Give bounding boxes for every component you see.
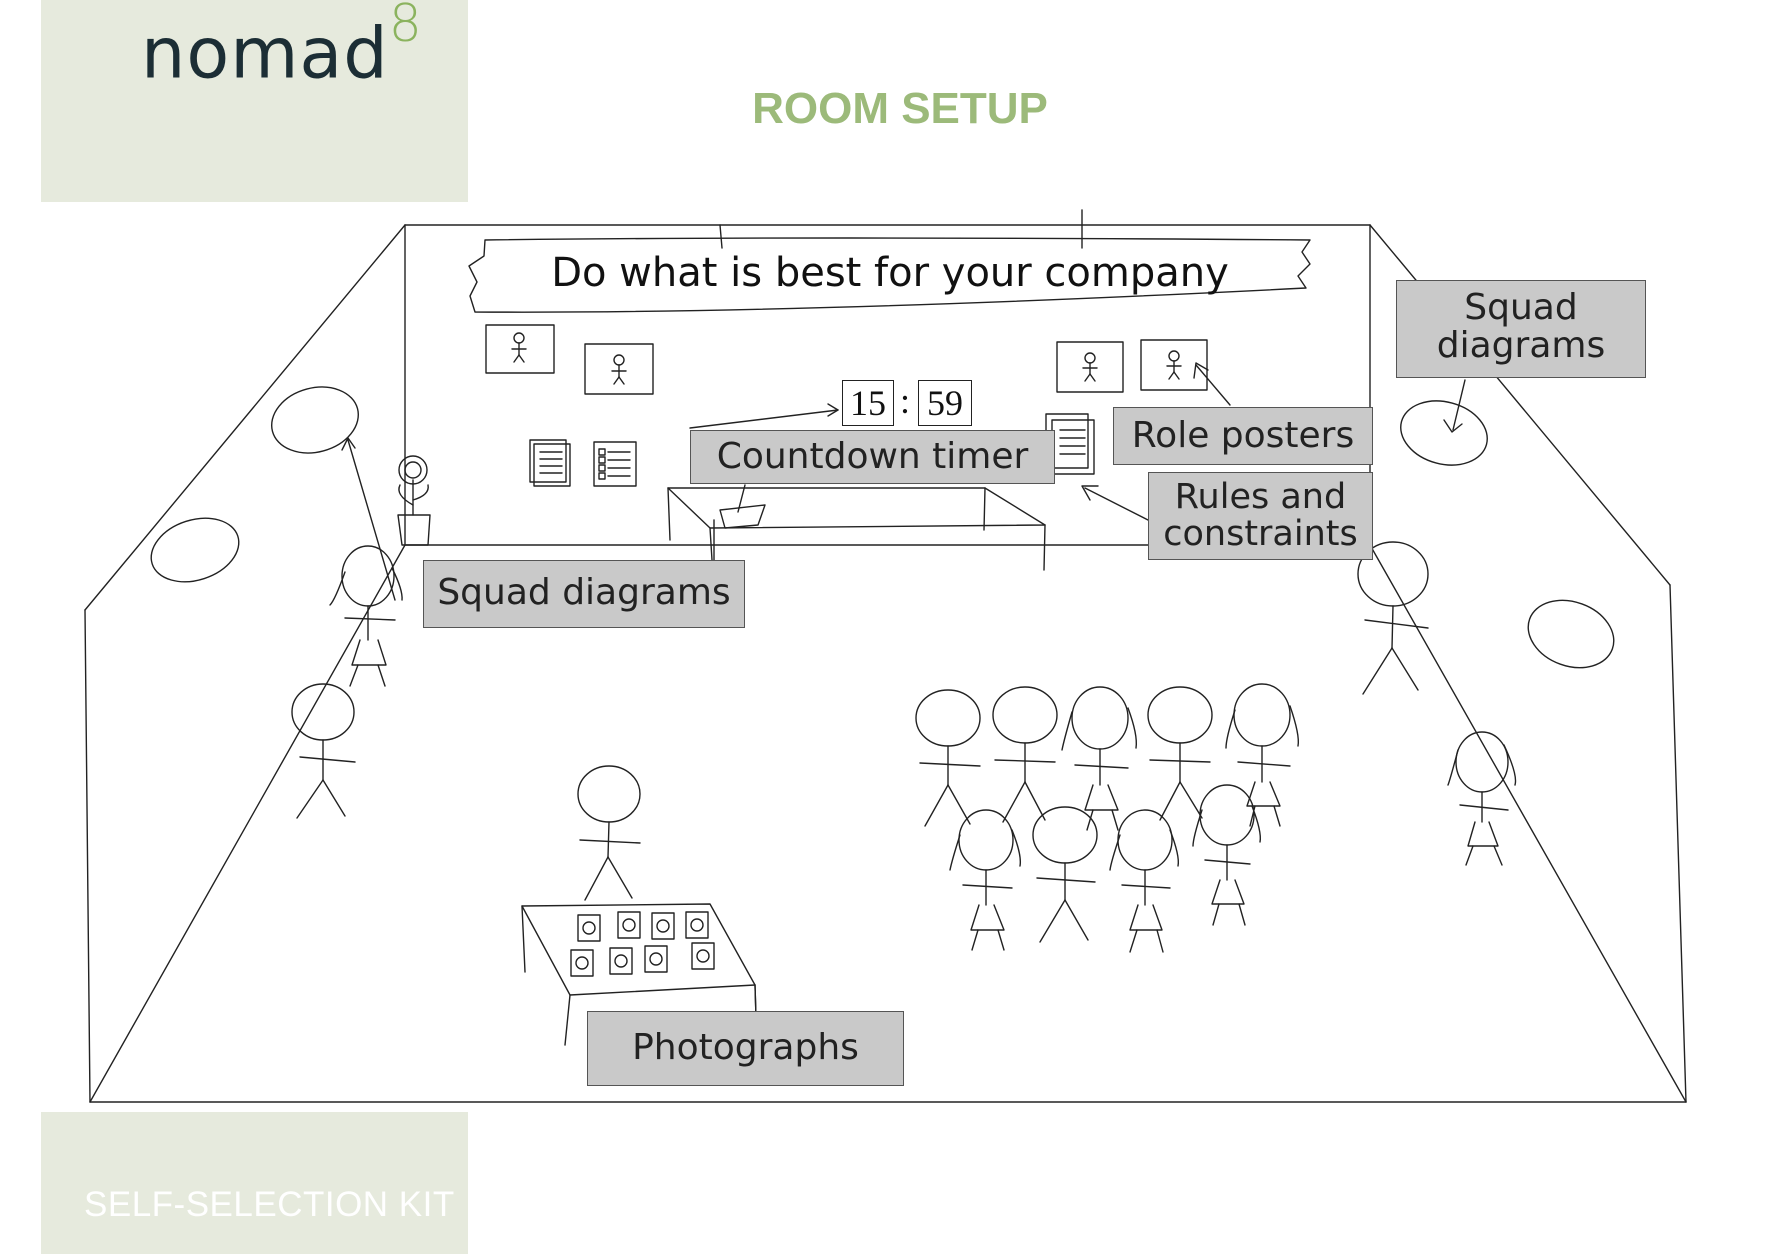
rules-line-2: constraints	[1163, 513, 1358, 554]
nomad8-logo: nomad8	[141, 0, 423, 95]
photo-cards	[570, 911, 715, 977]
stick-figures	[291, 541, 1517, 953]
page-title: ROOM SETUP	[752, 84, 1048, 133]
label-photographs: Photographs	[587, 1011, 904, 1086]
label-squad-diagrams-right: Squad diagrams	[1396, 280, 1646, 378]
timer-minutes: 15	[842, 380, 894, 426]
role-poster-frames	[485, 324, 1208, 395]
wall-ovals	[150, 386, 1615, 669]
timer-seconds: 59	[918, 380, 972, 426]
flower-pot	[397, 455, 431, 546]
squad-right-line-2: diagrams	[1436, 324, 1606, 366]
label-countdown-timer: Countdown timer	[690, 430, 1055, 484]
banner-message: Do what is best for your company	[551, 250, 1229, 296]
footer-kit-name: SELF-SELECTION KIT	[84, 1185, 455, 1224]
label-role-posters: Role posters	[1113, 407, 1373, 465]
front-table	[667, 484, 1046, 571]
banner-scroll	[468, 237, 1311, 313]
footer-panel	[41, 1112, 468, 1254]
timer-separator: :	[900, 381, 911, 421]
squad-right-line-1: Squad	[1464, 287, 1578, 328]
label-rules-and-constraints: Rules and constraints	[1148, 472, 1373, 560]
label-squad-diagrams-left: Squad diagrams	[423, 560, 745, 628]
logo-panel: nomad8	[41, 0, 468, 202]
room-outline	[84, 209, 1687, 1103]
rules-line-1: Rules and	[1174, 477, 1347, 517]
